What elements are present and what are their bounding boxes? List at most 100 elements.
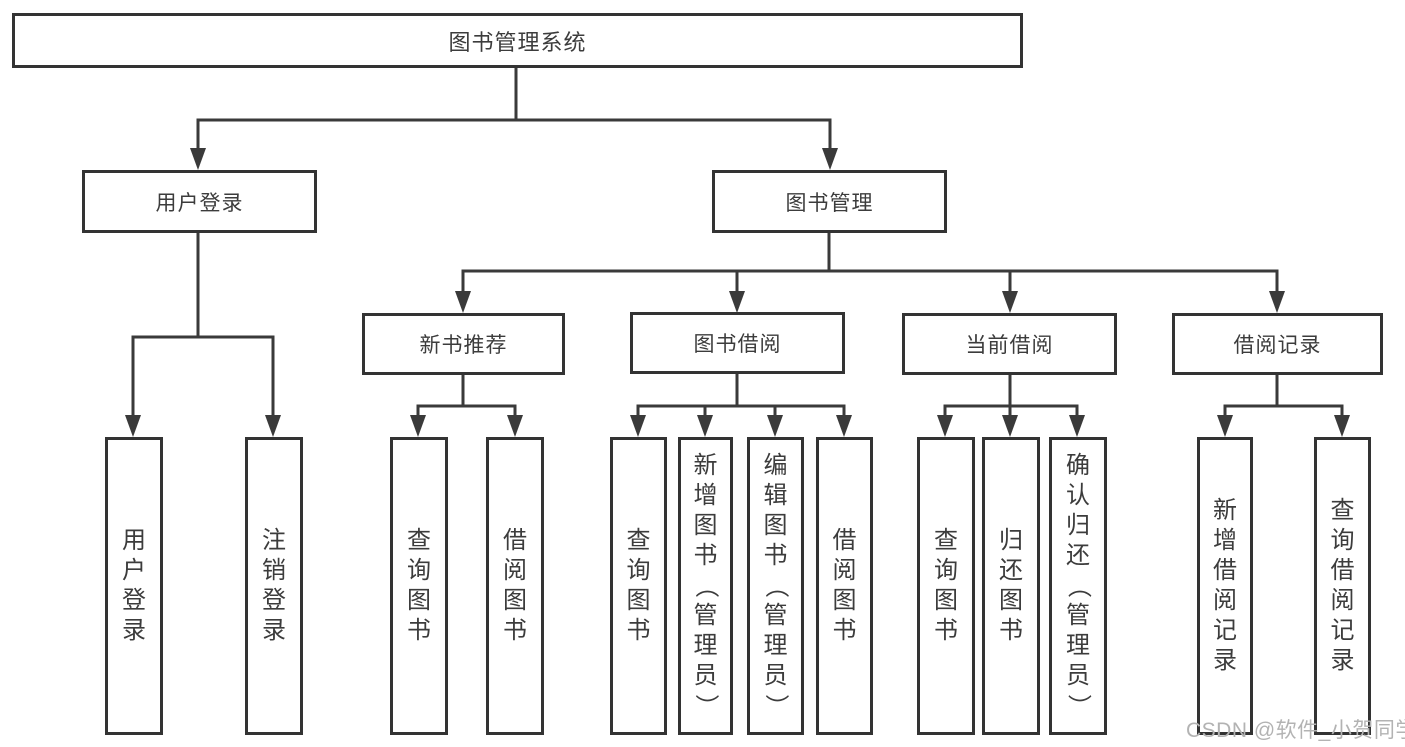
vertical-char: 图 xyxy=(999,587,1023,614)
vertical-char: 归 xyxy=(1066,512,1090,539)
arrowhead-icon xyxy=(1002,415,1018,437)
vertical-char: 还 xyxy=(1066,542,1090,569)
vertical-char: 借 xyxy=(1330,557,1355,584)
vertical-char: 理 xyxy=(763,632,788,659)
connector-borrowrecord-branch xyxy=(1223,404,1344,418)
node-label: 图书管理 xyxy=(785,191,874,215)
vertical-char: 阅 xyxy=(503,557,527,584)
vertical-char: 查 xyxy=(934,527,958,554)
vertical-char: 询 xyxy=(407,557,431,584)
arrowhead-icon xyxy=(697,415,713,437)
csdn-watermark: CSDN @软件_小贺同学 xyxy=(1186,719,1405,742)
leaf-confirm-return-admin: 确认归还（管理员） xyxy=(1049,437,1107,735)
arrowhead-icon xyxy=(265,415,281,437)
vertical-char: ） xyxy=(1065,694,1092,718)
vertical-char: 编 xyxy=(763,452,788,479)
connector-userlogin-branch xyxy=(131,335,275,418)
vertical-char: 图 xyxy=(626,587,651,614)
vertical-char: 录 xyxy=(122,617,146,644)
vertical-char: 员 xyxy=(763,662,788,689)
leaf-edit-books-admin: 编辑图书 （ 管理员 ） xyxy=(747,437,804,735)
node-book-management: 图书管理 xyxy=(712,170,947,233)
vertical-char: 归 xyxy=(999,527,1023,554)
leaf-query-books: 查询图书 xyxy=(390,437,448,735)
node-label: 图书管理系统 xyxy=(448,29,587,55)
arrowhead-icon xyxy=(507,415,523,437)
connector-bookborrow-branch xyxy=(636,404,846,418)
vertical-char: 查 xyxy=(407,527,431,554)
vertical-char: 书 xyxy=(763,542,788,569)
vertical-char: 图 xyxy=(693,512,718,539)
leaf-query-books: 查询图书 xyxy=(917,437,975,735)
vertical-char: 书 xyxy=(626,617,651,644)
vertical-char: 阅 xyxy=(832,557,857,584)
node-label: 用户登录 xyxy=(155,191,244,215)
vertical-char: 录 xyxy=(1330,647,1355,674)
vertical-char: 理 xyxy=(1066,632,1090,659)
arrowhead-icon xyxy=(1002,291,1018,313)
vertical-char: （ xyxy=(762,574,790,598)
leaf-borrow-books: 借阅图书 xyxy=(486,437,544,735)
node-label: 新书推荐 xyxy=(419,334,508,357)
vertical-char: 书 xyxy=(693,542,718,569)
arrowhead-icon xyxy=(1269,291,1285,313)
node-library-system: 图书管理系统 xyxy=(12,13,1023,68)
vertical-char: 录 xyxy=(1213,647,1237,674)
vertical-char: 还 xyxy=(999,557,1023,584)
vertical-char: 用 xyxy=(122,527,146,554)
arrowhead-icon xyxy=(729,291,745,313)
node-label: 当前借阅 xyxy=(965,334,1054,357)
node-book-borrow: 图书借阅 xyxy=(630,312,845,374)
vertical-char: ） xyxy=(692,694,720,718)
connector-bookmgmt-branch xyxy=(461,269,1279,294)
vertical-char: 认 xyxy=(1066,482,1090,509)
vertical-char: 新 xyxy=(1213,497,1237,524)
node-label: 图书借阅 xyxy=(693,333,782,356)
leaf-query-borrow-record: 查询借阅记录 xyxy=(1314,437,1371,735)
arrowhead-icon xyxy=(1217,415,1233,437)
vertical-char: 新 xyxy=(693,452,718,479)
vertical-char: 询 xyxy=(934,557,958,584)
vertical-char: 增 xyxy=(693,482,718,509)
node-new-book-recommend: 新书推荐 xyxy=(362,313,565,375)
vertical-char: 图 xyxy=(503,587,527,614)
arrowhead-icon xyxy=(190,148,206,170)
vertical-char: 图 xyxy=(763,512,788,539)
arrowhead-icon xyxy=(767,415,783,437)
vertical-char: 借 xyxy=(1213,557,1237,584)
vertical-char: 书 xyxy=(934,617,958,644)
vertical-char: 录 xyxy=(262,617,286,644)
arrowhead-icon xyxy=(1334,415,1350,437)
vertical-char: ） xyxy=(762,694,790,718)
vertical-char: 图 xyxy=(934,587,958,614)
arrowhead-icon xyxy=(410,415,426,437)
vertical-char: 登 xyxy=(122,587,146,614)
vertical-char: 阅 xyxy=(1330,587,1355,614)
node-user-login: 用户登录 xyxy=(82,170,317,233)
vertical-char: 辑 xyxy=(763,482,788,509)
arrowhead-icon xyxy=(836,415,852,437)
arrowhead-icon xyxy=(1069,415,1085,437)
vertical-char: 员 xyxy=(1066,662,1090,689)
vertical-char: 销 xyxy=(262,557,286,584)
leaf-add-books-admin: 新增图书（管理员） xyxy=(678,437,733,735)
vertical-char: 询 xyxy=(1330,527,1355,554)
vertical-char: 书 xyxy=(832,617,857,644)
vertical-char: 书 xyxy=(999,617,1023,644)
vertical-char: 借 xyxy=(503,527,527,554)
vertical-char: 管 xyxy=(763,602,788,629)
connector-newrec-branch xyxy=(416,404,517,418)
vertical-char: 户 xyxy=(122,557,146,584)
vertical-char: 员 xyxy=(693,662,718,689)
leaf-query-books: 查询图书 xyxy=(610,437,667,735)
leaf-return-books: 归还图书 xyxy=(982,437,1040,735)
vertical-char: 图 xyxy=(832,587,857,614)
vertical-char: 确 xyxy=(1066,452,1090,479)
vertical-char: 阅 xyxy=(1213,587,1237,614)
vertical-char: 图 xyxy=(407,587,431,614)
arrowhead-icon xyxy=(822,148,838,170)
leaf-logout-login: 注销登录 xyxy=(245,437,303,735)
vertical-char: 查 xyxy=(626,527,651,554)
